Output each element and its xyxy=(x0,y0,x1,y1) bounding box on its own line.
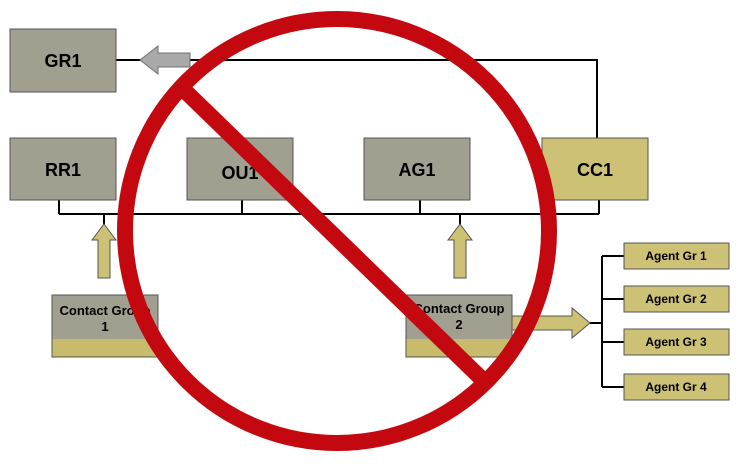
agent-group-2-label: Agent Gr 2 xyxy=(645,292,707,306)
agent-group-4-label: Agent Gr 4 xyxy=(645,380,707,394)
node-ag1: AG1 xyxy=(363,137,471,201)
node-contact-group-2: Contact Group 2 xyxy=(405,294,513,358)
cg1-label-line1: Contact Group xyxy=(60,303,151,318)
agent-group-1: Agent Gr 1 xyxy=(623,242,730,270)
node-gr1-label: GR1 xyxy=(44,51,81,71)
cg2-label-line1: Contact Group xyxy=(414,301,505,316)
node-ag1-label: AG1 xyxy=(398,160,435,180)
gr1-cc1-connector xyxy=(116,59,598,138)
agent-group-1-label: Agent Gr 1 xyxy=(645,249,707,263)
node-gr1: GR1 xyxy=(9,28,117,93)
connector-lines xyxy=(58,59,624,388)
cg1-label-line2: 1 xyxy=(101,319,108,334)
node-rr1: RR1 xyxy=(9,137,117,201)
node-ou1-label: OU1 xyxy=(221,163,258,183)
arrow-up-cg1 xyxy=(91,223,117,279)
prohibition-ring xyxy=(117,11,557,451)
agent-group-2: Agent Gr 2 xyxy=(623,285,730,313)
cg2-label-line2: 2 xyxy=(455,317,462,332)
node-cc1-label: CC1 xyxy=(577,160,613,180)
arrow-to-gr1 xyxy=(139,44,191,76)
agent-group-3: Agent Gr 3 xyxy=(623,328,730,356)
arrow-up-cg2 xyxy=(447,223,473,279)
prohibition-slash xyxy=(176,82,493,390)
node-cc1: CC1 xyxy=(541,137,649,201)
agent-group-3-label: Agent Gr 3 xyxy=(645,335,707,349)
agent-group-4: Agent Gr 4 xyxy=(623,373,730,401)
prohibition-sign-icon xyxy=(117,11,557,451)
node-rr1-label: RR1 xyxy=(45,160,81,180)
